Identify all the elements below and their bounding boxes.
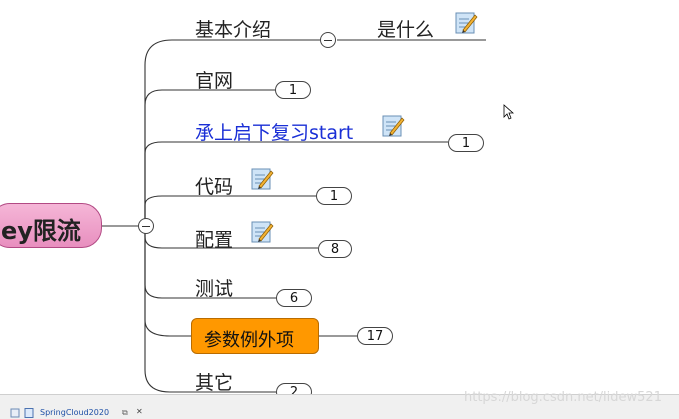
branch-label-test[interactable]: 测试 [195, 278, 234, 300]
workspace-icon [10, 408, 20, 418]
count-badge[interactable]: 1 [275, 81, 311, 99]
count-badge[interactable]: 6 [276, 289, 312, 307]
branch-label-config[interactable]: 配置 [195, 229, 234, 251]
count-badge[interactable]: 17 [357, 327, 393, 345]
watermark: https://blog.csdn.net/lidew521 [464, 390, 662, 405]
branch-label-recap[interactable]: 承上启下复习start [195, 122, 354, 144]
collapse-toggle-root[interactable] [138, 218, 154, 234]
root-node-label: ey限流 [1, 217, 81, 245]
branch-label-other[interactable]: 其它 [195, 372, 234, 394]
root-node[interactable]: ey限流 [0, 203, 102, 248]
child-label-what-is[interactable]: 是什么 [377, 19, 435, 41]
count-badge[interactable]: 8 [318, 240, 352, 258]
note-icon[interactable] [381, 114, 405, 138]
branch-label-exceptions: 参数例外项 [204, 330, 294, 351]
close-icon[interactable]: ✕ [136, 407, 143, 416]
note-icon[interactable] [250, 167, 274, 191]
bottom-tab-bar: SpringCloud2020 ⧉ ✕ [0, 394, 679, 419]
count-badge[interactable]: 1 [316, 187, 352, 205]
branch-node-exceptions[interactable]: 参数例外项 [191, 318, 319, 354]
restore-icon[interactable]: ⧉ [122, 408, 128, 417]
note-icon[interactable] [454, 11, 478, 35]
tab-springcloud[interactable]: SpringCloud2020 ⧉ ✕ [24, 407, 149, 419]
branch-label-intro[interactable]: 基本介绍 [195, 19, 272, 41]
tab-label: SpringCloud2020 [40, 408, 110, 417]
note-icon[interactable] [250, 220, 274, 244]
mouse-cursor-icon [503, 104, 514, 120]
branch-label-official-site[interactable]: 官网 [195, 70, 234, 92]
document-icon [24, 408, 34, 418]
branch-label-code[interactable]: 代码 [195, 176, 234, 198]
count-badge[interactable]: 1 [448, 134, 484, 152]
collapse-toggle-intro[interactable] [320, 32, 336, 48]
